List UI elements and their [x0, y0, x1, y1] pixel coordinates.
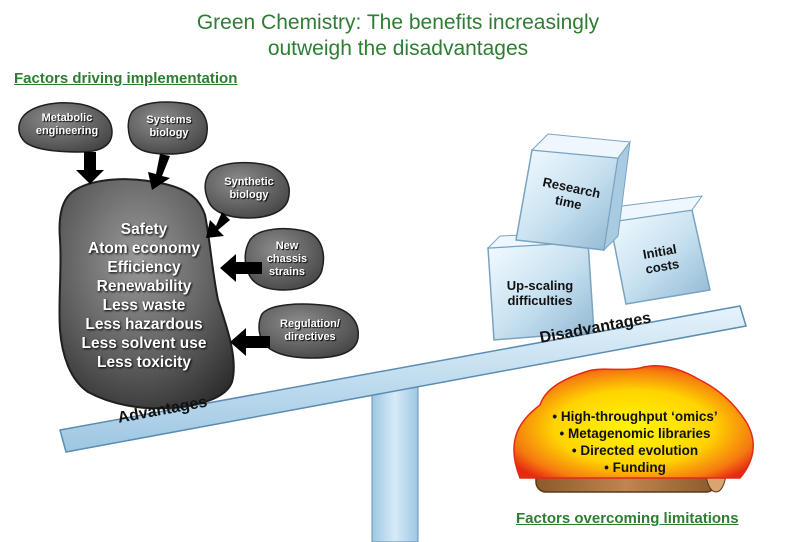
advantage-item: Less waste [102, 297, 186, 314]
stone-systems [127, 101, 208, 155]
advantages-rock [58, 178, 235, 410]
advantage-item: Atom economy [88, 240, 200, 257]
advantage-item: Less toxicity [97, 354, 191, 371]
overcoming-item: • Directed evolution [571, 443, 699, 458]
overcoming-item: • Funding [604, 460, 666, 475]
factors-overcoming-heading: Factors overcoming limitations [516, 510, 739, 527]
stone-label-metabolic: Metabolic engineering [35, 112, 99, 137]
advantage-item: Renewability [96, 278, 192, 295]
advantage-item: Safety [120, 221, 168, 238]
ice-label-upscaling: Up-scaling difficulties [506, 278, 574, 308]
overcoming-item: • Metagenomic libraries [559, 426, 711, 441]
stone-synthetic [204, 161, 290, 219]
advantages-list: Safety Atom economy Efficiency Renewabil… [64, 220, 224, 372]
arrows [76, 152, 270, 356]
page-title: Green Chemistry: The benefits increasing… [0, 10, 796, 62]
advantage-item: Less solvent use [81, 335, 207, 352]
title-line-1: Green Chemistry: The benefits increasing… [196, 11, 600, 34]
overcoming-item: • High-throughput ‘omics’ [552, 409, 718, 424]
fire [513, 364, 754, 479]
scale-beam [59, 305, 747, 453]
stone-label-systems: Systems biology [146, 114, 192, 139]
title-line-2: outweigh the disadvantages [267, 37, 529, 60]
overcoming-list: • High-throughput ‘omics’ • Metagenomic … [530, 408, 740, 476]
stone-label-chassis: New chassis strains [266, 240, 308, 278]
stone-label-regulation: Regulation/ directives [280, 318, 340, 343]
advantage-item: Efficiency [107, 259, 181, 276]
factors-driving-heading: Factors driving implementation [14, 70, 238, 87]
stone-label-synthetic: Synthetic biology [224, 176, 274, 201]
ice-cube-initial [608, 195, 711, 305]
stone-metabolic [18, 102, 113, 153]
ice-cube-research [515, 133, 631, 252]
scale-fulcrum [371, 379, 419, 542]
advantage-item: Less hazardous [85, 316, 203, 333]
